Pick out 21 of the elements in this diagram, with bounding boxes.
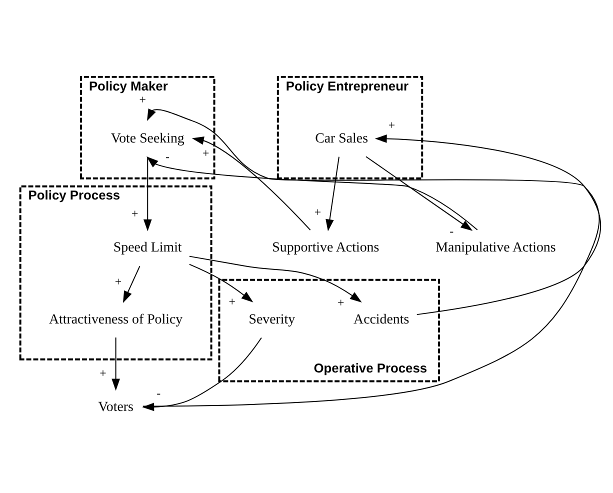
edge-label: + [314, 204, 322, 218]
edge-label: + [131, 206, 138, 220]
edge-label: - [166, 149, 170, 164]
node-text: Attractiveness of Policy [48, 312, 183, 327]
node-text: Car Sales [315, 130, 368, 146]
edge-label: + [202, 146, 210, 160]
node-text: Vote Seeking [110, 130, 184, 146]
edge-label: + [114, 274, 122, 288]
edge-label: - [156, 386, 161, 400]
edge-label: - [450, 223, 454, 238]
edge-label: + [139, 92, 146, 106]
edge-label: + [388, 118, 396, 132]
node-text: Voters [98, 399, 134, 414]
edge-label: + [100, 366, 106, 380]
node-text: Accidents [354, 312, 410, 327]
edge-label: + [337, 294, 344, 309]
node-text: Supportive Actions [272, 240, 380, 256]
node-text: Manipulative Actions [436, 240, 556, 256]
node-text: Severity [248, 312, 296, 327]
node-text: Speed Limit [113, 240, 182, 256]
edge-label: + [228, 294, 236, 308]
